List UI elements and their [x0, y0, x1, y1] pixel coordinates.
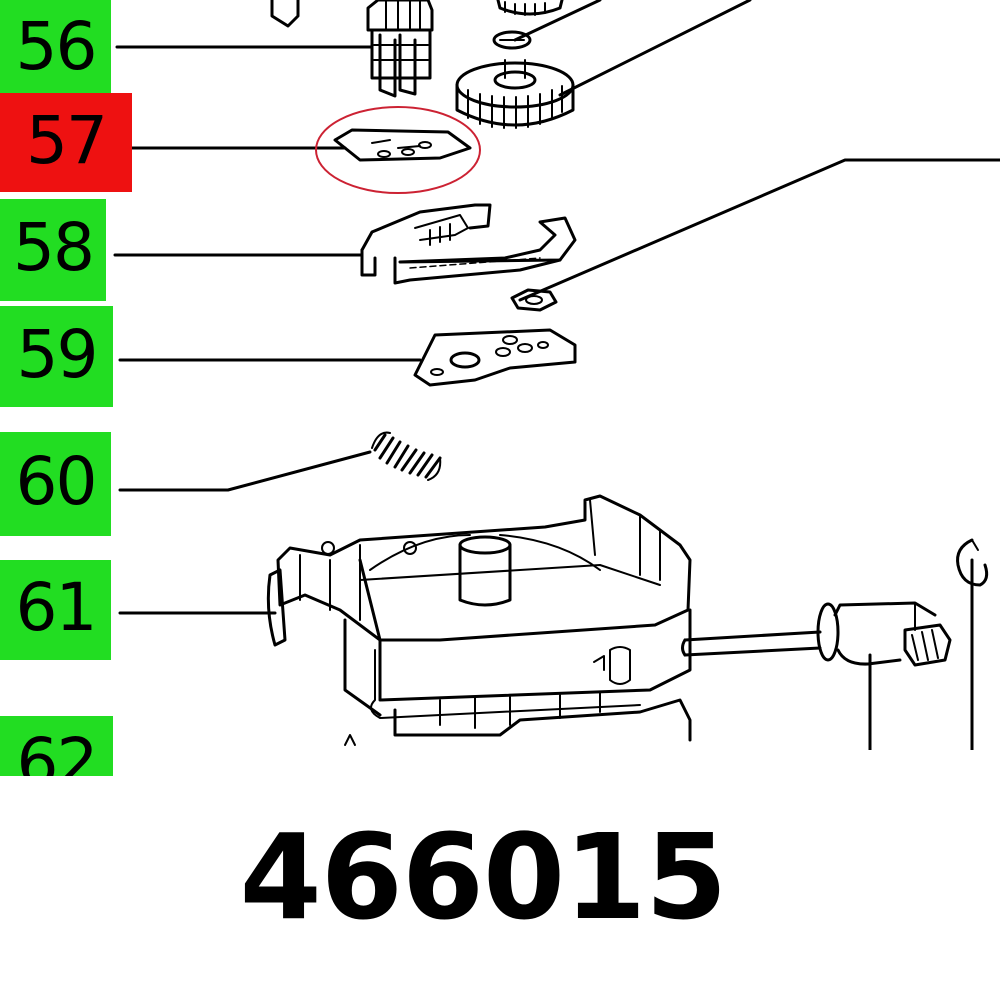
- exploded-parts-diagram: [113, 0, 1000, 750]
- part-top-bracket: [270, 0, 300, 28]
- callout-61[interactable]: 61: [0, 560, 111, 660]
- part-washer: [510, 288, 558, 312]
- part-circlip: [956, 538, 989, 587]
- part-gear-upper: [496, 0, 564, 16]
- part-number: 466015: [239, 808, 728, 946]
- part-retaining-clip: [492, 30, 532, 50]
- part-58-guide: [360, 203, 577, 285]
- leader-lines: [113, 0, 1000, 750]
- part-gear-wheel: [455, 59, 575, 129]
- callout-57-selected[interactable]: 57: [0, 93, 132, 192]
- part-61-housing: [266, 494, 692, 746]
- part-shaft-assembly: [681, 601, 952, 667]
- part-59-plate: [413, 328, 577, 387]
- callout-56[interactable]: 56: [0, 0, 111, 97]
- part-60-spring: [371, 431, 442, 481]
- part-56-actuator: [366, 0, 434, 98]
- selection-highlight-ring: [315, 106, 481, 194]
- callout-60[interactable]: 60: [0, 432, 111, 536]
- part-57-plate: [333, 128, 472, 162]
- diagram-drawing: [113, 0, 1000, 750]
- callout-58[interactable]: 58: [0, 199, 106, 301]
- callout-62[interactable]: 62: [0, 716, 113, 776]
- callout-59[interactable]: 59: [0, 306, 113, 407]
